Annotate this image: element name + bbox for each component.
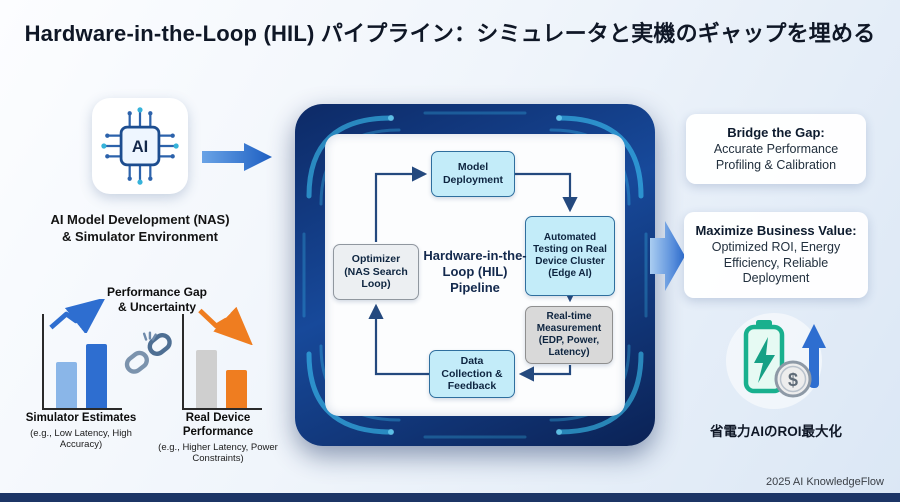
simulator-bar-2 <box>86 344 107 408</box>
real-device-performance-label: Real Device Performance (e.g., Higher La… <box>152 412 284 464</box>
ai-chip-icon: AI <box>101 107 179 185</box>
footer-credit: 2025 AI KnowledgeFlow <box>765 476 884 488</box>
performance-gap-title: Performance Gap & Uncertainty <box>92 285 222 315</box>
up-arrow-icon <box>802 324 826 388</box>
node-realtime-measurement: Real-time Measurement (EDP, Power, Laten… <box>525 306 613 364</box>
simulator-estimates-label: Simulator Estimates (e.g., Low Latency, … <box>22 412 140 451</box>
gap-title-line1: Performance Gap <box>106 285 208 299</box>
real-device-bars-chart <box>182 314 262 410</box>
trend-down-icon <box>198 306 253 345</box>
simulator-estimates-subtitle: (e.g., Low Latency, High Accuracy) <box>30 427 132 451</box>
bottom-accent-bar <box>0 493 900 502</box>
node-model-deployment: Model Deployment <box>431 151 515 197</box>
dev-label-line1: AI Model Development (NAS) <box>50 212 230 227</box>
ai-chip-label: AI <box>132 138 148 156</box>
gap-title-line2: & Uncertainty <box>117 300 197 314</box>
business-value-card: Maximize Business Value: Optimized ROI, … <box>684 212 868 298</box>
dev-label-line2: & Simulator Environment <box>61 228 219 244</box>
dollar-coin-icon: $ <box>774 360 812 398</box>
pipeline-center-label: Hardware-in-the-Loop (HIL) Pipeline <box>423 247 527 296</box>
node-data-collection: Data Collection & Feedback <box>429 350 515 398</box>
power-saving-roi-label: 省電力AIのROI最大化 <box>709 424 842 439</box>
page-title: Hardware-in-the-Loop (HIL) パイプライン：シミュレータ… <box>24 21 876 46</box>
hil-pipeline-inner: Model Deployment Automated Testing on Re… <box>325 134 625 416</box>
battery-roi-icon: $ <box>726 313 826 409</box>
real-device-subtitle: (e.g., Higher Latency, Power Constraints… <box>158 441 278 464</box>
big-arrow-right-icon <box>650 221 685 291</box>
pipeline-flow-arrows <box>368 166 578 382</box>
real-device-bar-2 <box>226 370 247 408</box>
simulator-estimates-title: Simulator Estimates <box>25 412 137 424</box>
simulator-bars-chart <box>42 314 122 410</box>
flow-arrow-right-icon <box>202 143 272 171</box>
bridge-the-gap-card: Bridge the Gap: Accurate Performance Pro… <box>686 114 866 185</box>
real-device-bar-1 <box>196 350 217 408</box>
simulator-bar-1 <box>56 362 77 408</box>
broken-chain-icon <box>124 331 172 374</box>
real-device-title: Real Device Performance <box>182 412 254 438</box>
business-value-title: Maximize Business Value: <box>695 223 857 238</box>
dev-environment-label: AI Model Development (NAS) & Simulator E… <box>28 212 252 246</box>
business-value-body: Optimized ROI, Energy Efficiency, Reliab… <box>711 240 841 286</box>
bridge-the-gap-title: Bridge the Gap: <box>727 125 825 140</box>
hil-pipeline-frame: Model Deployment Automated Testing on Re… <box>295 104 655 446</box>
ai-chip-card: AI <box>92 98 188 194</box>
lightning-bolt-icon <box>754 337 775 383</box>
node-automated-testing: Automated Testing on Real Device Cluster… <box>525 216 615 296</box>
dollar-symbol: $ <box>788 370 798 390</box>
trend-up-icon <box>49 299 106 333</box>
node-optimizer: Optimizer (NAS Search Loop) <box>333 244 419 300</box>
bridge-the-gap-body: Accurate Performance Profiling & Calibra… <box>713 142 839 172</box>
